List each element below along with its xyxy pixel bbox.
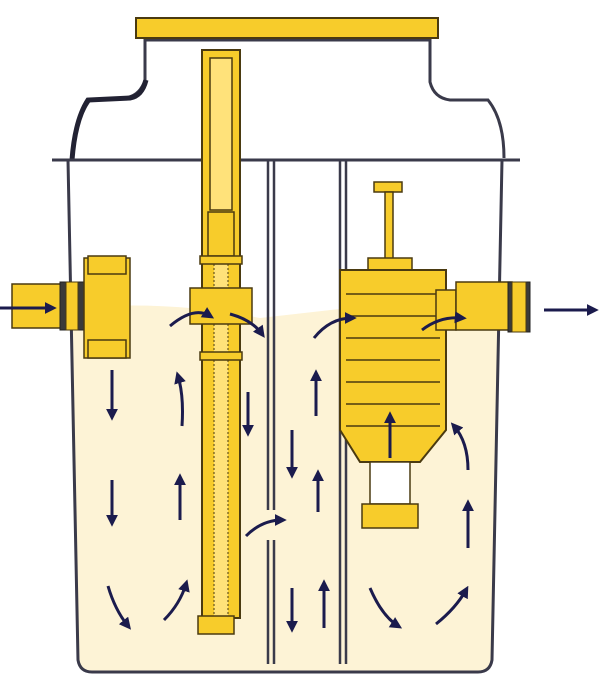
- flow-arrow: [169, 307, 215, 328]
- flow-arrow: [174, 371, 186, 427]
- flow-arrow: [106, 585, 132, 630]
- tank-wall: [66, 159, 504, 674]
- flow-arrow: [450, 422, 470, 471]
- outlet-pipe: [455, 281, 531, 333]
- tank-dome: [70, 38, 506, 159]
- flow-arrow: [421, 311, 467, 332]
- inlet-tee: [11, 255, 131, 359]
- flow-arrow: [229, 312, 265, 338]
- flow-arrow: [435, 585, 469, 626]
- tank-seam: [69, 79, 149, 161]
- flow-arrow: [368, 587, 403, 629]
- flow-arrows: [0, 302, 599, 633]
- sampling-tube: [189, 49, 253, 635]
- flow-arrow: [244, 514, 287, 538]
- lid: [135, 17, 439, 39]
- flow-arrow: [312, 312, 357, 339]
- flow-arrow: [162, 579, 190, 622]
